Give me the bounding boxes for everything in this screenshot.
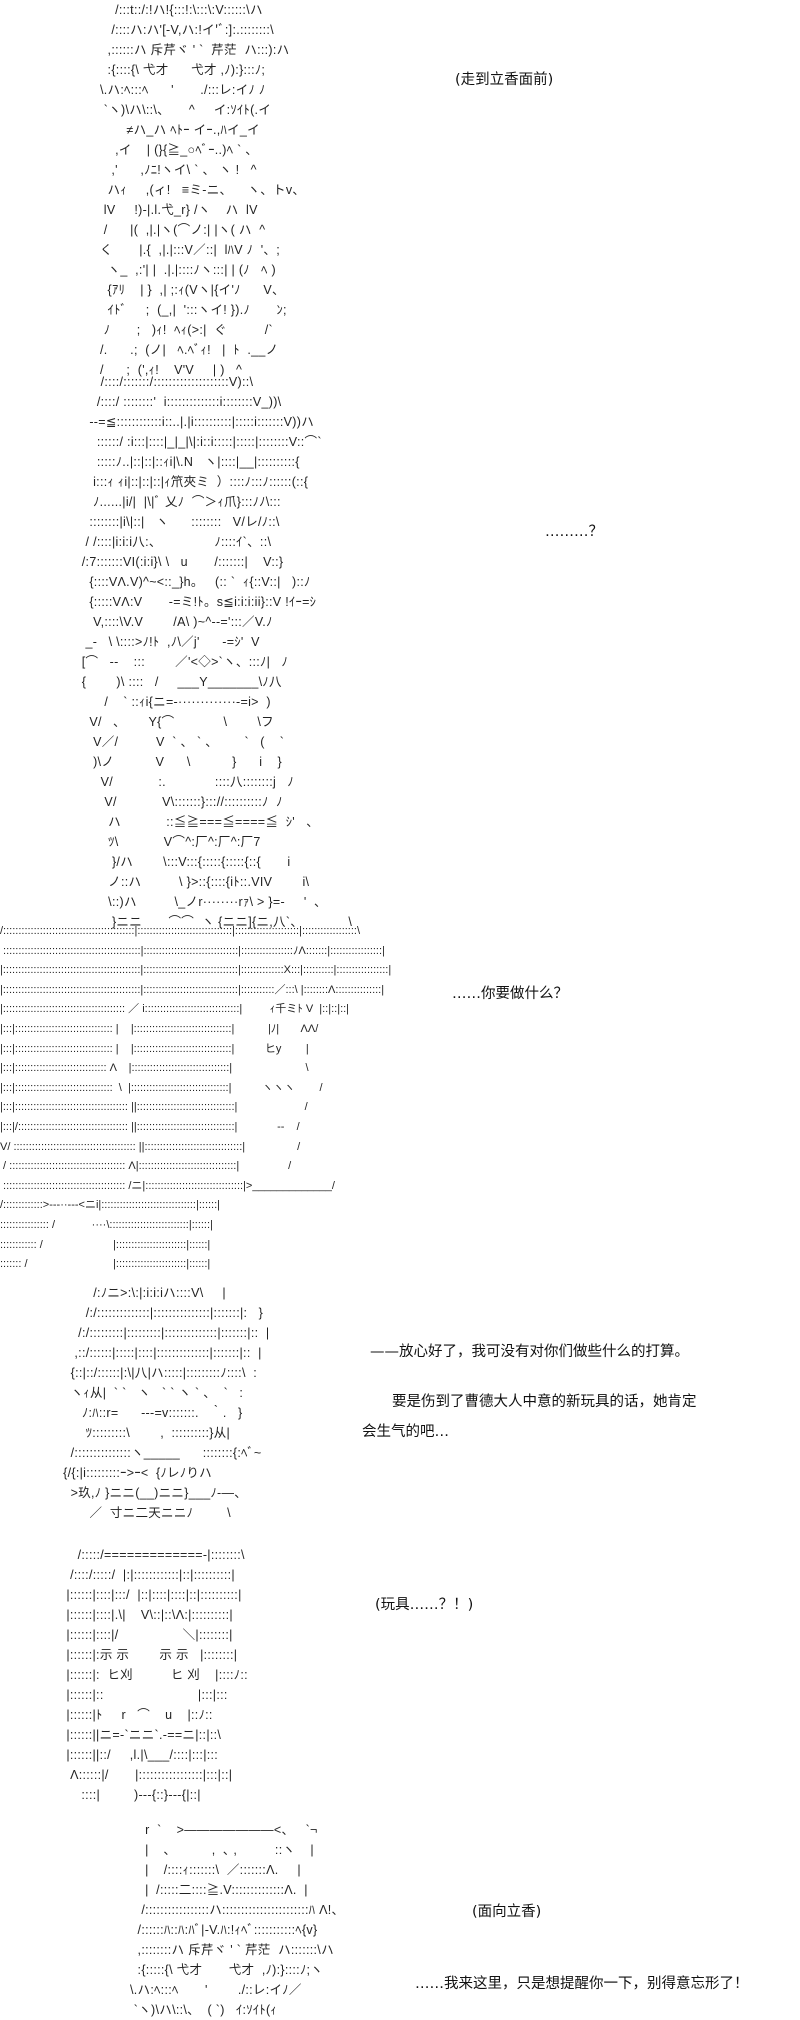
ascii-art-character-facing: r ` >―――――――<、 `¬ | ､ , ､ , ::ヽ | | /:::… — [130, 1823, 345, 2017]
narration-face-ritsuka: (面向立香) — [472, 1904, 542, 1920]
ascii-art-ritsuka-confused: /::::/:::::::/::::::::::::::::::::V)::\ … — [81, 375, 353, 929]
ascii-art-closeup-profile: /:::::::::::::::::::::::::::::::::::::::… — [0, 925, 392, 1271]
ascii-art-character-smirk: /:ﾉニ>:\:|:i:i:iハ::::V\ | /:/::::::::::::… — [63, 1286, 270, 1520]
thought-toy: (玩具……？！) — [375, 1597, 474, 1613]
ascii-art-character-approaching: /:::t::/:!ハ!{:::!:\:::\:V::::::\ハ /::::ハ… — [100, 3, 306, 377]
ascii-art-ritsuka-shocked: /:::::/=============-|::::::::\ /::::/::… — [66, 1548, 248, 1802]
dialogue-reassure-line-2: 要是伤到了曹德大人中意的新玩具的话，她肯定 — [392, 1394, 697, 1410]
dialogue-warning: ……我来这里，只是想提醒你一下，别得意忘形了！ — [415, 1976, 749, 1992]
dialogue-what-do-you-want: ……你要做什么？ — [452, 986, 568, 1002]
dialogue-reassure-line-3: 会生气的吧… — [362, 1424, 449, 1440]
dialogue-reassure-line-1: ——放心好了，我可没有对你们做些什么的打算。 — [370, 1344, 689, 1360]
narration-walk-to-ritsuka: (走到立香面前) — [455, 72, 554, 88]
dialogue-question: ………？ — [545, 524, 603, 540]
